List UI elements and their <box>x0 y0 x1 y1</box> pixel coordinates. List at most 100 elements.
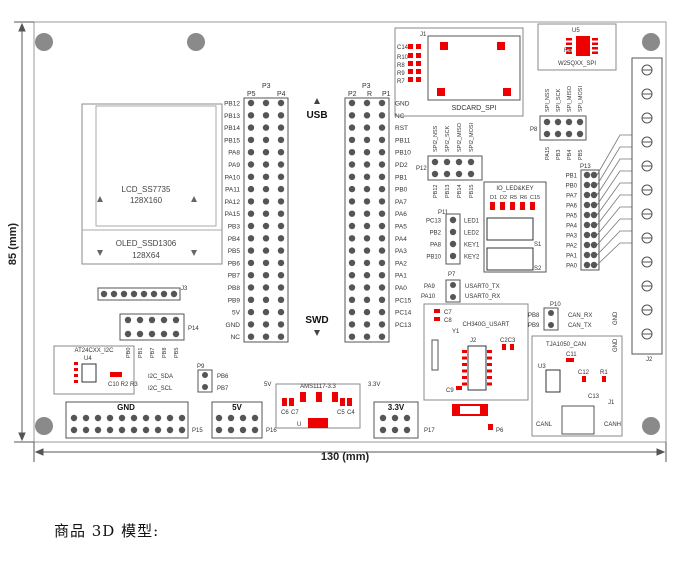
lcd-size: 128X160 <box>130 196 163 205</box>
header-pin <box>348 112 356 119</box>
header-pin <box>378 272 386 279</box>
flash-header-pin <box>554 130 562 138</box>
p13-pin <box>590 191 598 199</box>
p13-pin <box>583 191 591 199</box>
p13-ref: P13 <box>580 164 591 170</box>
p13-pin-label: PA3 <box>566 234 578 240</box>
header-pin <box>262 321 270 328</box>
header-pin <box>378 136 386 144</box>
header-pin <box>363 136 371 144</box>
v33-pin <box>379 426 387 434</box>
spi2-header-ref: P12 <box>416 166 427 172</box>
flash-chip-pad <box>592 47 598 50</box>
header-pin <box>247 185 255 193</box>
power-5v-label: 5V <box>232 403 242 412</box>
header-pin <box>262 124 270 131</box>
flash-r4: R4 <box>564 48 572 54</box>
header-pin <box>363 185 371 193</box>
io-signal-label: LED2 <box>464 231 480 237</box>
io-switch-s1: S1 <box>534 242 542 248</box>
header-pin <box>348 161 356 168</box>
left-pin-label: PB5 <box>228 248 241 255</box>
eeprom-ref: U4 <box>84 356 92 362</box>
p14-pin <box>172 330 180 338</box>
v33-pin <box>391 426 399 434</box>
eeprom-scl: I2C_SCL <box>148 386 173 392</box>
p14-pin <box>148 316 156 324</box>
left-pin-label: PB3 <box>228 224 241 231</box>
p13-pin-label: PA5 <box>566 214 578 220</box>
header-pin <box>348 124 356 131</box>
header-pin <box>262 247 270 254</box>
p13-pin <box>590 211 598 219</box>
sdcard-ref: J1 <box>420 32 427 38</box>
left-pin-label: PA9 <box>228 162 240 169</box>
sd-resistor-pad <box>416 77 421 82</box>
mounting-hole-br <box>642 417 660 435</box>
header-pin <box>363 99 371 107</box>
gnd-pin <box>178 414 186 422</box>
header-pin <box>277 296 285 303</box>
flash-header-pin <box>543 118 551 126</box>
sdcard-c14: C14 <box>397 45 409 51</box>
usart-c8: C8 <box>444 318 452 324</box>
p14-pin <box>136 330 144 338</box>
v33-pin <box>403 414 411 422</box>
left-pin-label: NC <box>231 334 241 341</box>
right-pin-label: PA2 <box>395 260 407 267</box>
sd-resistor-pad <box>408 77 413 82</box>
power-c6: C6 <box>281 410 289 416</box>
can-rx: CAN_RX <box>568 313 592 319</box>
j3-label: J3 <box>181 286 188 292</box>
p13-trace <box>596 230 632 256</box>
header-pin <box>262 112 270 119</box>
sd-resistor-label: R9 <box>397 71 405 77</box>
can-c12: C12 <box>578 370 590 376</box>
v5-pin <box>215 426 223 434</box>
p13-pin <box>590 171 598 179</box>
header-pin <box>277 259 285 267</box>
left-pin-label: PB9 <box>228 297 241 304</box>
header-pin <box>277 112 285 119</box>
ch340-pad <box>462 350 467 353</box>
v33-pin <box>379 414 387 422</box>
p13-pin-label: PA6 <box>566 204 578 210</box>
header-pin <box>378 149 386 156</box>
header-pin <box>378 333 386 340</box>
header-pin <box>378 259 386 267</box>
sd-c14-pad <box>408 44 413 49</box>
spi2-pin-label: SPI2_MISO <box>457 122 463 152</box>
p14-port-label: PB7 <box>150 348 156 358</box>
io-part-label: R6 <box>520 195 527 201</box>
power-p15: P15 <box>192 428 203 434</box>
p13-pin <box>590 231 598 239</box>
right-pin-label: PA0 <box>395 285 407 292</box>
v33-pin <box>403 426 411 434</box>
power-33v-label: 3.3V <box>388 403 405 412</box>
header-pin <box>277 247 285 254</box>
right-pin-label: RST <box>395 125 408 132</box>
header-pin <box>378 321 386 328</box>
v5-pin <box>239 414 247 422</box>
header-pin <box>262 222 270 230</box>
flash-header-pin <box>554 118 562 126</box>
header-pin <box>363 308 371 316</box>
header-pin <box>348 198 356 205</box>
sd-resistor-pad <box>408 69 413 74</box>
usart-module: P7 PA9 PA10 USART0_TX USART0_RX C7 C8 Y1… <box>421 272 529 434</box>
io-port-label: PB2 <box>430 231 442 237</box>
header-pin <box>277 173 285 180</box>
oled-size: 128X64 <box>132 251 160 260</box>
header-pin <box>277 149 285 156</box>
header-pin <box>378 124 386 131</box>
left-pin-label: PA11 <box>225 187 240 194</box>
p13-trace <box>596 158 632 196</box>
header-pin <box>247 124 255 131</box>
left-pin-label: PA15 <box>225 211 241 218</box>
usart-rx: USART0_RX <box>465 294 500 300</box>
eeprom-module: AT24CXX_I2C U4 C10 R2 R3 I2C_SDA I2C_SCL… <box>53 345 229 395</box>
gnd-pin <box>70 426 78 434</box>
eeprom-port-pb6: PB6 <box>217 374 229 380</box>
p14-pin <box>160 316 168 324</box>
